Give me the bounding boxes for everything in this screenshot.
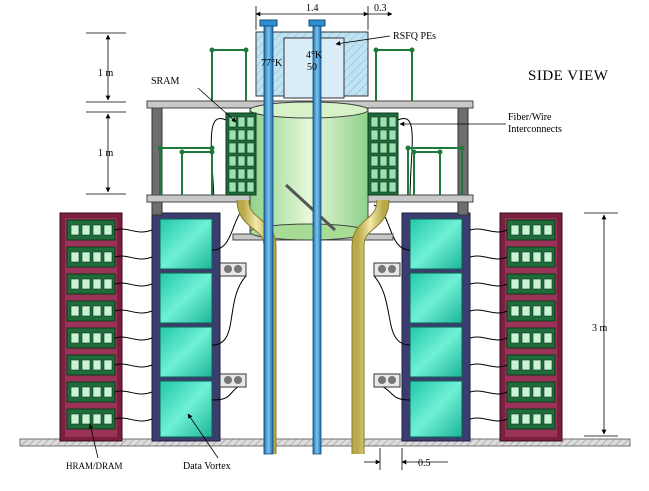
data-vortex-label: Data Vortex [183, 461, 231, 472]
sram-chip [237, 168, 246, 180]
sram-label: SRAM [151, 76, 179, 87]
sram-chip [228, 155, 237, 167]
sram-chip [237, 155, 246, 167]
sram-chip [237, 142, 246, 154]
sram-stack-left [225, 112, 257, 196]
temp-77k-label: 77°K [261, 58, 283, 69]
sram-chip [228, 129, 237, 141]
sram-chip [228, 168, 237, 180]
blue-pipes [259, 19, 326, 455]
dimension-lines [86, 6, 618, 470]
sram-chip [388, 181, 397, 193]
connector-units [219, 262, 401, 388]
sram-chip [370, 142, 379, 154]
sram-chip [379, 116, 388, 128]
sram-chip [388, 129, 397, 141]
dram-rack-right [499, 212, 563, 442]
rsfq-pes-label: RSFQ PEs [393, 31, 436, 42]
sram-chip [370, 155, 379, 167]
dim-gap-label: 0.5 [418, 458, 431, 469]
data-vortex-rack-left [151, 212, 221, 442]
leader-lines [88, 35, 506, 459]
sram-chip [370, 168, 379, 180]
fiber-wire-label: Fiber/Wire [508, 112, 552, 123]
sram-chip [246, 181, 255, 193]
sram-chip [379, 142, 388, 154]
interconnects-label: Interconnects [508, 124, 562, 135]
count-50-label: 50 [307, 62, 317, 73]
sram-chip [237, 181, 246, 193]
sram-chip [246, 168, 255, 180]
sram-chip [228, 142, 237, 154]
sram-chip [237, 129, 246, 141]
floor [19, 438, 631, 447]
sram-chip [388, 116, 397, 128]
sram-chip [370, 116, 379, 128]
sram-chip [388, 155, 397, 167]
sram-chip [370, 181, 379, 193]
dim-rack-height-label: 3 m [592, 323, 608, 334]
sram-chip [379, 129, 388, 141]
hram-dram-label: HRAM/DRAM [66, 461, 123, 471]
sram-chip [246, 142, 255, 154]
sram-chip [388, 168, 397, 180]
sram-chip [246, 129, 255, 141]
dim-top-width-label: 1.4 [306, 3, 319, 14]
side-view-title: SIDE VIEW [528, 68, 609, 84]
sram-chip [246, 116, 255, 128]
dim-middle-height-label: 1 m [98, 148, 114, 159]
sram-chip [388, 142, 397, 154]
sram-chip [379, 181, 388, 193]
temp-4k-label: 4°K [306, 50, 323, 61]
dram-rack-left [59, 212, 123, 442]
sram-chip [370, 129, 379, 141]
data-vortex-rack-right [401, 212, 471, 442]
dim-upper-height-label: 1 m [98, 68, 114, 79]
sram-chip [237, 116, 246, 128]
sram-chip [379, 155, 388, 167]
sram-chip [246, 155, 255, 167]
sram-chip [379, 168, 388, 180]
dim-top-offset-label: 0.3 [374, 3, 387, 14]
sram-stack-right [367, 112, 399, 196]
sram-chip [228, 181, 237, 193]
